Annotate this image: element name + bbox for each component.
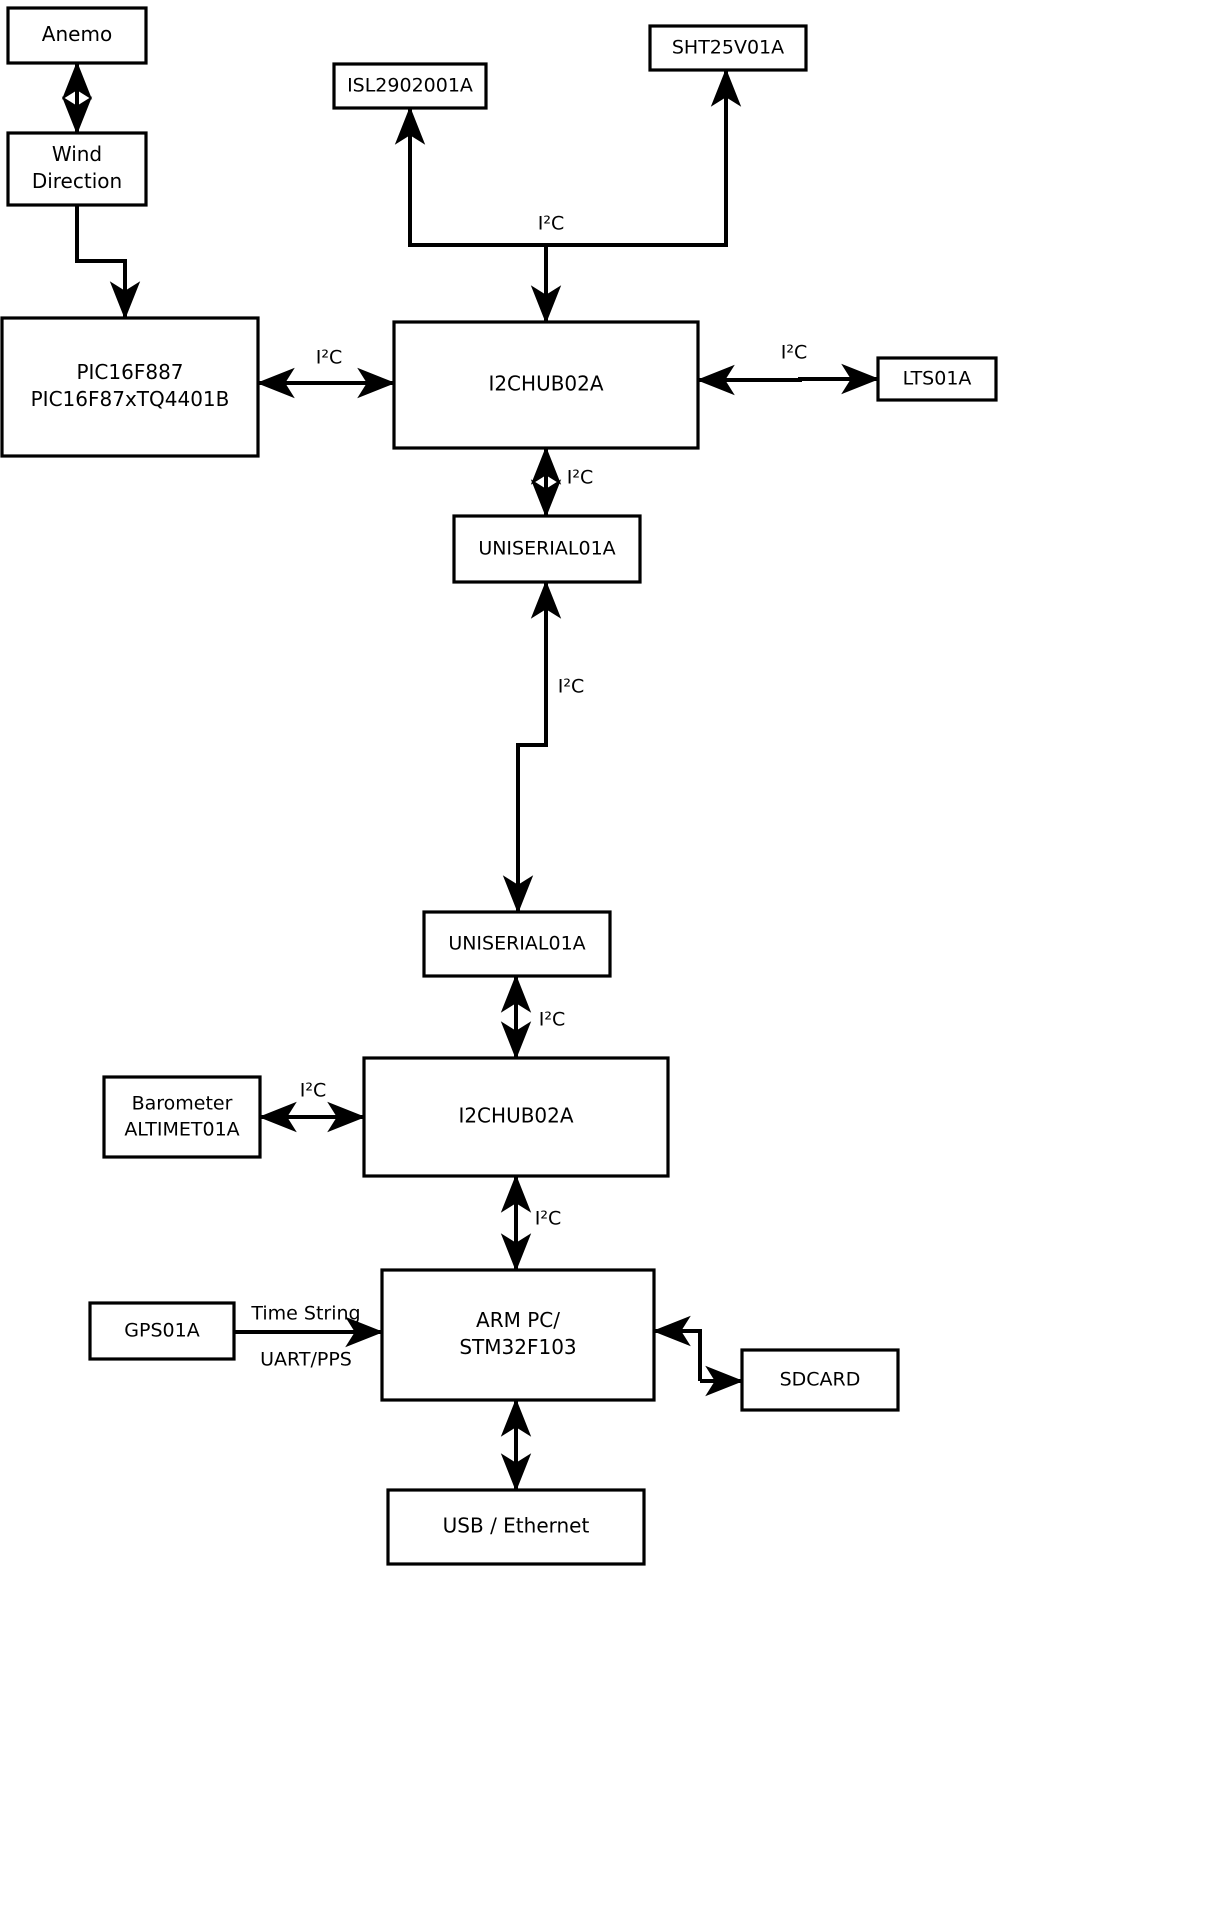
edge-label-label-uart-pps: UART/PPS <box>260 1349 352 1371</box>
node-label: SDCARD <box>780 1369 861 1391</box>
node-box[interactable] <box>6 131 148 207</box>
node-uni_bot[interactable]: UNISERIAL01A <box>422 910 612 978</box>
node-label: ALTIMET01A <box>124 1118 239 1140</box>
edge-e-hub-lts <box>696 363 880 396</box>
node-label: LTS01A <box>903 368 972 390</box>
node-label: USB / Ethernet <box>443 1514 590 1538</box>
edge-e-arm-sd <box>652 1315 744 1397</box>
node-box[interactable] <box>386 1488 646 1566</box>
edge-label: I²C <box>781 342 808 364</box>
edge-line <box>696 363 880 396</box>
node-box[interactable] <box>0 316 260 458</box>
node-hub_top[interactable]: I2CHUB02A <box>392 320 700 450</box>
edge-labels-layer: I²C I²C I²C I²C I²C I²C I²C I²C Time StringUART/… <box>250 213 807 1371</box>
edge-line <box>546 68 742 247</box>
edge-label: I²C <box>567 467 594 489</box>
node-box[interactable] <box>88 1301 236 1361</box>
node-label: I2CHUB02A <box>458 1104 573 1128</box>
node-label: Direction <box>32 169 122 193</box>
edge-label: I²C <box>535 1208 562 1230</box>
node-box[interactable] <box>648 24 808 72</box>
node-gps[interactable]: GPS01A <box>88 1301 236 1361</box>
node-lts[interactable]: LTS01A <box>876 356 998 402</box>
edge-label: I²C <box>538 213 565 235</box>
edge-label: I²C <box>558 676 585 698</box>
node-box[interactable] <box>6 6 148 65</box>
edge-line <box>394 106 546 247</box>
edge-e-hub-isl <box>394 106 546 247</box>
node-label: Anemo <box>42 22 112 46</box>
edge-e-uni-uni <box>502 580 562 914</box>
node-box[interactable] <box>452 514 642 584</box>
edge-line <box>75 205 141 320</box>
node-label: GPS01A <box>124 1320 199 1342</box>
node-label: Barometer <box>132 1093 233 1115</box>
node-uni_top[interactable]: UNISERIAL01A <box>452 514 642 584</box>
node-label: ISL2902001A <box>347 75 473 97</box>
edge-line <box>502 580 562 914</box>
edges-layer <box>61 61 880 1492</box>
node-label: ARM PC/ <box>476 1308 560 1332</box>
edge-line <box>652 1315 702 1381</box>
node-box[interactable] <box>380 1268 656 1402</box>
node-sdcard[interactable]: SDCARD <box>740 1348 900 1412</box>
node-box[interactable] <box>876 356 998 402</box>
node-box[interactable] <box>362 1056 670 1178</box>
node-label: UNISERIAL01A <box>478 538 615 560</box>
node-box[interactable] <box>422 910 612 978</box>
node-box[interactable] <box>332 62 488 110</box>
edge-label: I²C <box>300 1080 327 1102</box>
nodes-layer: AnemoWindDirectionPIC16F887PIC16F87xTQ44… <box>0 6 998 1566</box>
node-usbeth[interactable]: USB / Ethernet <box>386 1488 646 1566</box>
node-isl[interactable]: ISL2902001A <box>332 62 488 110</box>
node-hub_bot[interactable]: I2CHUB02A <box>362 1056 670 1178</box>
node-label: PIC16F887 <box>76 360 183 384</box>
node-label: Wind <box>52 142 102 166</box>
node-armpc[interactable]: ARM PC/STM32F103 <box>380 1268 656 1402</box>
edge-label: I²C <box>316 347 343 369</box>
edge-label: Time String <box>250 1303 360 1325</box>
node-sht[interactable]: SHT25V01A <box>648 24 808 72</box>
node-box[interactable] <box>392 320 700 450</box>
node-anemo[interactable]: Anemo <box>6 6 148 65</box>
node-label: SHT25V01A <box>672 37 784 59</box>
node-label: STM32F103 <box>459 1335 576 1359</box>
node-box[interactable] <box>740 1348 900 1412</box>
node-label: PIC16F87xTQ4401B <box>31 387 230 411</box>
edge-label: I²C <box>539 1009 566 1031</box>
edge-e-hub-sht <box>546 68 742 247</box>
node-label: UNISERIAL01A <box>448 933 585 955</box>
node-label: I2CHUB02A <box>488 372 603 396</box>
node-box[interactable] <box>102 1075 262 1159</box>
edge-e-pic-winddir <box>75 205 141 320</box>
